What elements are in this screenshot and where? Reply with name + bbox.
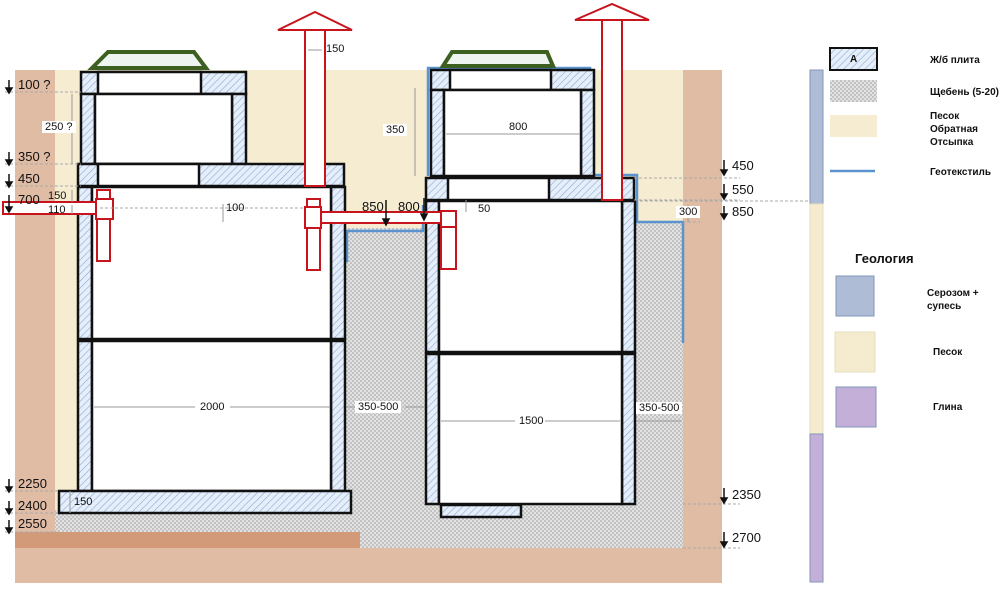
level-lines xyxy=(5,91,810,549)
level-label-r-2700: 2700 xyxy=(732,530,761,545)
left-manhole-cover xyxy=(87,50,210,70)
dim-110-pipe: 110 xyxy=(48,204,66,216)
dim-base-slab: 150 xyxy=(74,496,93,508)
dim-drop-100: 100 xyxy=(226,202,245,214)
legend-sand-label-3: Отсыпка xyxy=(930,137,974,148)
left-tank xyxy=(57,70,353,515)
level-label-r-850: 850 xyxy=(732,204,754,219)
transfer-pipe xyxy=(304,198,457,271)
level-label-2550: 2550 xyxy=(18,516,47,531)
legend-geo-top-label-2: супесь xyxy=(927,301,962,312)
level-label-350: 350 ? xyxy=(18,149,51,164)
legend-swatch-label: А xyxy=(850,54,858,65)
dim-gap-right: 350-500 xyxy=(636,402,683,414)
legend-swatches xyxy=(829,47,878,428)
vent-pipe-right xyxy=(574,2,650,201)
level-arrows-right xyxy=(381,160,729,549)
dim-inlet-800: 800 xyxy=(398,199,420,214)
legend-geo-sand-label: Песок xyxy=(933,347,963,358)
dim-inlet-850: 850 xyxy=(362,199,384,214)
legend-geology-title: Геология xyxy=(855,251,914,266)
level-label-450: 450 xyxy=(18,171,40,186)
dim-neck-left: 250 ? xyxy=(42,121,76,133)
dim-geo-300: 300 xyxy=(676,206,701,218)
legend-gravel-label: Щебень (5-20) xyxy=(930,87,999,98)
vent-pipe-left xyxy=(277,10,353,187)
geology-column xyxy=(809,69,824,583)
dim-neck-right: 350 xyxy=(383,124,408,136)
right-manhole-cover xyxy=(439,50,557,68)
legend-geotextile-label: Геотекстиль xyxy=(930,167,992,178)
dim-gap-between: 350-500 xyxy=(355,401,402,413)
level-label-r-2350: 2350 xyxy=(732,487,761,502)
legend-concrete-label: Ж/б плита xyxy=(930,55,980,66)
level-arrows-left xyxy=(4,80,14,535)
dim-vent-150: 150 xyxy=(326,43,345,55)
dim-tank1-width: 2000 xyxy=(200,401,225,413)
level-label-r-450: 450 xyxy=(732,158,754,173)
dim-150-pipe-offset: 150 xyxy=(48,190,67,202)
dim-tank2-width: 1500 xyxy=(519,415,544,427)
dim-neck-right-width: 800 xyxy=(509,121,528,133)
dim-drop-50: 50 xyxy=(478,203,491,215)
legend-geo-clay-label: Глина xyxy=(933,402,963,413)
level-label-r-550: 550 xyxy=(732,182,754,197)
inlet-pipe xyxy=(2,189,114,262)
right-tank xyxy=(424,68,637,519)
legend-geo-top-label-1: Серозом + xyxy=(927,288,979,299)
legend-sand-label-1: Песок xyxy=(930,111,960,122)
level-label-2400: 2400 xyxy=(18,498,47,513)
legend-sand-label-2: Обратная xyxy=(930,124,978,135)
level-label-700: 700 xyxy=(18,192,40,207)
level-label-100: 100 ? xyxy=(18,77,51,92)
level-label-2250: 2250 xyxy=(18,476,47,491)
